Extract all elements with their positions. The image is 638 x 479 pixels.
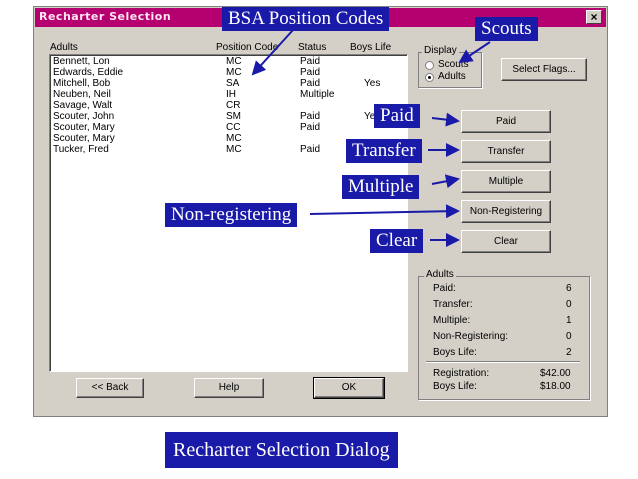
position-code: MC xyxy=(226,133,242,144)
callout-position-codes: BSA Position Codes xyxy=(222,7,390,31)
summary-divider xyxy=(426,361,580,363)
list-row[interactable]: Mitchell, Bob SA Paid Yes xyxy=(53,78,393,90)
callout-multiple: Multiple xyxy=(342,175,420,199)
select-flags-button[interactable]: Select Flags... xyxy=(501,58,587,81)
close-button[interactable]: × xyxy=(586,10,602,24)
status: Paid xyxy=(300,67,321,78)
position-code: MC xyxy=(226,56,242,67)
summary-group-label: Adults xyxy=(424,269,456,280)
adult-name: Scouter, John xyxy=(53,111,115,122)
adult-name: Tucker, Fred xyxy=(53,144,109,155)
dialog-title: Recharter Selection xyxy=(39,10,172,23)
column-header-adults[interactable]: Adults xyxy=(50,42,78,53)
status: Multiple xyxy=(300,89,335,100)
summary-label: Transfer: xyxy=(433,299,473,310)
fee-label: Registration: xyxy=(433,368,490,379)
position-code: MC xyxy=(226,144,242,155)
status: Paid xyxy=(300,122,321,133)
list-row[interactable]: Edwards, Eddie MC Paid xyxy=(53,67,393,79)
clear-button[interactable]: Clear xyxy=(461,230,551,253)
summary-value: 1 xyxy=(566,315,572,326)
multiple-button[interactable]: Multiple xyxy=(461,170,551,193)
position-code: IH xyxy=(226,89,236,100)
status: Paid xyxy=(300,111,321,122)
position-code: SA xyxy=(226,78,240,89)
position-code: CR xyxy=(226,100,241,111)
transfer-button[interactable]: Transfer xyxy=(461,140,551,163)
callout-non-registering: Non-registering xyxy=(165,203,298,227)
callout-transfer: Transfer xyxy=(346,139,422,163)
list-row[interactable]: Scouter, Mary CC Paid xyxy=(53,122,393,134)
boys-life: Yes xyxy=(364,78,381,89)
position-code: CC xyxy=(226,122,241,133)
ok-button[interactable]: OK xyxy=(313,377,385,399)
summary-value: 2 xyxy=(566,347,572,358)
callout-scouts: Scouts xyxy=(475,17,538,41)
scouts-radio-label[interactable]: Scouts xyxy=(438,59,469,70)
adult-name: Scouter, Mary xyxy=(53,133,115,144)
display-group-label: Display xyxy=(422,45,459,56)
summary-label: Paid: xyxy=(433,283,456,294)
callout-clear: Clear xyxy=(370,229,424,253)
ok-button-label: OK xyxy=(341,382,357,393)
adults-radio-label[interactable]: Adults xyxy=(438,71,466,82)
summary-value: 6 xyxy=(566,283,572,294)
adult-name: Mitchell, Bob xyxy=(53,78,111,89)
list-row[interactable]: Scouter, John SM Paid Yes xyxy=(53,111,393,123)
fee-value: $18.00 xyxy=(540,381,571,392)
scouts-radio[interactable] xyxy=(425,61,434,70)
list-row[interactable]: Tucker, Fred MC Paid xyxy=(53,144,393,156)
display-group xyxy=(418,52,482,88)
list-row[interactable]: Neuben, Neil IH Multiple xyxy=(53,89,393,101)
position-code: MC xyxy=(226,67,242,78)
column-header-boys-life[interactable]: Boys Life xyxy=(350,42,392,53)
column-header-status[interactable]: Status xyxy=(298,42,327,53)
list-row[interactable]: Savage, Walt CR xyxy=(53,100,393,112)
back-button[interactable]: << Back xyxy=(76,378,144,398)
summary-value: 0 xyxy=(566,331,572,342)
column-header-position-code[interactable]: Position Code xyxy=(216,42,279,53)
adult-name: Neuben, Neil xyxy=(53,89,111,100)
callout-paid: Paid xyxy=(374,104,420,128)
adult-name: Bennett, Lon xyxy=(53,56,110,67)
status: Paid xyxy=(300,144,321,155)
position-code: SM xyxy=(226,111,241,122)
adults-radio[interactable] xyxy=(425,73,434,82)
summary-label: Non-Registering: xyxy=(433,331,509,342)
list-row[interactable]: Scouter, Mary MC xyxy=(53,133,393,145)
non-registering-button[interactable]: Non-Registering xyxy=(461,200,551,223)
adult-name: Edwards, Eddie xyxy=(53,67,124,78)
caption: Recharter Selection Dialog xyxy=(165,432,398,468)
fee-label: Boys Life: xyxy=(433,381,477,392)
boys-life: Yes xyxy=(364,111,381,122)
status: Paid xyxy=(300,78,321,89)
status: Paid xyxy=(300,56,321,67)
help-button[interactable]: Help xyxy=(194,378,264,398)
summary-value: 0 xyxy=(566,299,572,310)
paid-button[interactable]: Paid xyxy=(461,110,551,133)
list-row[interactable]: Bennett, Lon MC Paid xyxy=(53,56,393,68)
fee-value: $42.00 xyxy=(540,368,571,379)
summary-label: Multiple: xyxy=(433,315,471,326)
recharter-dialog: Recharter Selection × Adults Position Co… xyxy=(33,6,608,417)
adult-name: Scouter, Mary xyxy=(53,122,115,133)
adult-name: Savage, Walt xyxy=(53,100,113,111)
adults-summary-group xyxy=(418,276,590,400)
summary-label: Boys Life: xyxy=(433,347,477,358)
